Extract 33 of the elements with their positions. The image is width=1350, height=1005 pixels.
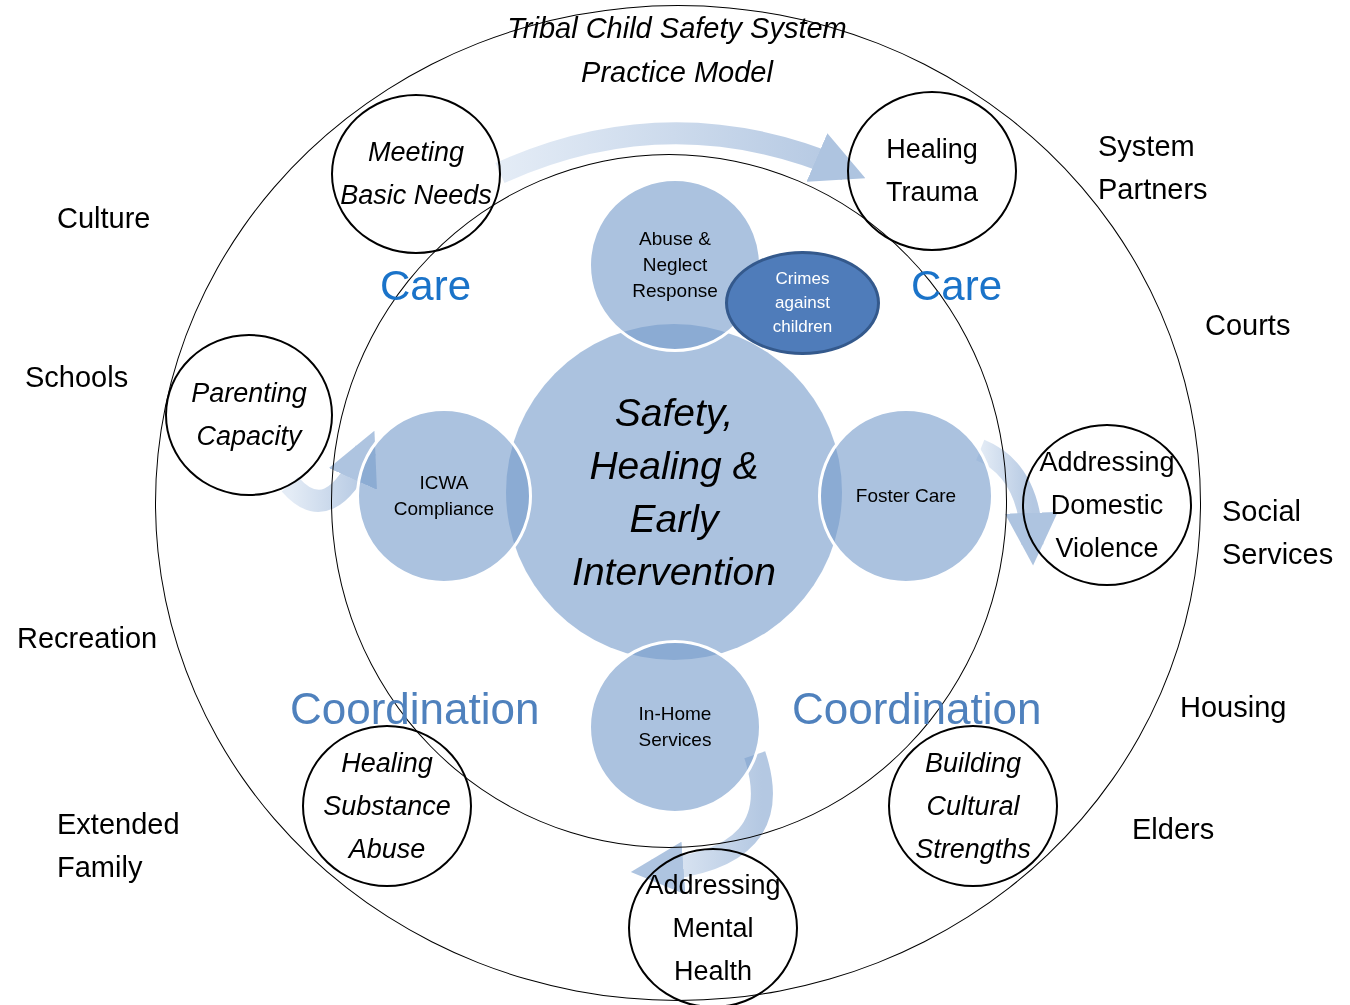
outer-ring-circle [847, 91, 1017, 251]
community-label: System Partners [1098, 129, 1209, 207]
circle-label: Healing Substance Abuse [322, 746, 452, 866]
circle-label: ICWA Compliance [392, 471, 496, 521]
community-label: Extended Family [57, 807, 181, 885]
community-label: Social Services [1222, 494, 1335, 572]
circle-label: Healing Trauma [885, 133, 979, 209]
circle-label: Abuse & Neglect Response [631, 227, 719, 303]
circle-label: Addressing Mental Health [644, 868, 782, 988]
community-label: Elders [1132, 813, 1215, 846]
community-label: Culture [57, 202, 151, 235]
cycle-arrow [282, 430, 376, 512]
circle-label: In-Home Services [637, 702, 713, 752]
community-label: Housing [1180, 691, 1287, 724]
outer-ring-circle [628, 848, 798, 1005]
cycle-arrow [630, 751, 773, 894]
community-label: Recreation [17, 622, 158, 655]
circle-label: Building Cultural Strengths [914, 746, 1032, 866]
circle-label: Parenting Capacity [190, 377, 308, 453]
circle-label: Crimes against children [771, 268, 834, 338]
circle-label: Meeting Basic Needs [339, 136, 493, 212]
outer-ring-circle [302, 725, 472, 887]
circle-label: Addressing Domestic Violence [1038, 445, 1176, 565]
cycle-arrow [495, 122, 866, 184]
diagram-title: Tribal Child Safety System Practice Model [506, 11, 848, 90]
outer-ring-circle [331, 94, 501, 254]
community-label: Courts [1205, 309, 1291, 342]
outer-ring-circle [888, 725, 1058, 887]
outer-ring-circle [165, 334, 333, 496]
outer-ring-circle [1022, 424, 1192, 586]
circle-label: Foster Care [854, 484, 958, 508]
community-label: Schools [25, 361, 129, 394]
circle-label: Safety, Healing & Early Intervention [571, 390, 777, 595]
